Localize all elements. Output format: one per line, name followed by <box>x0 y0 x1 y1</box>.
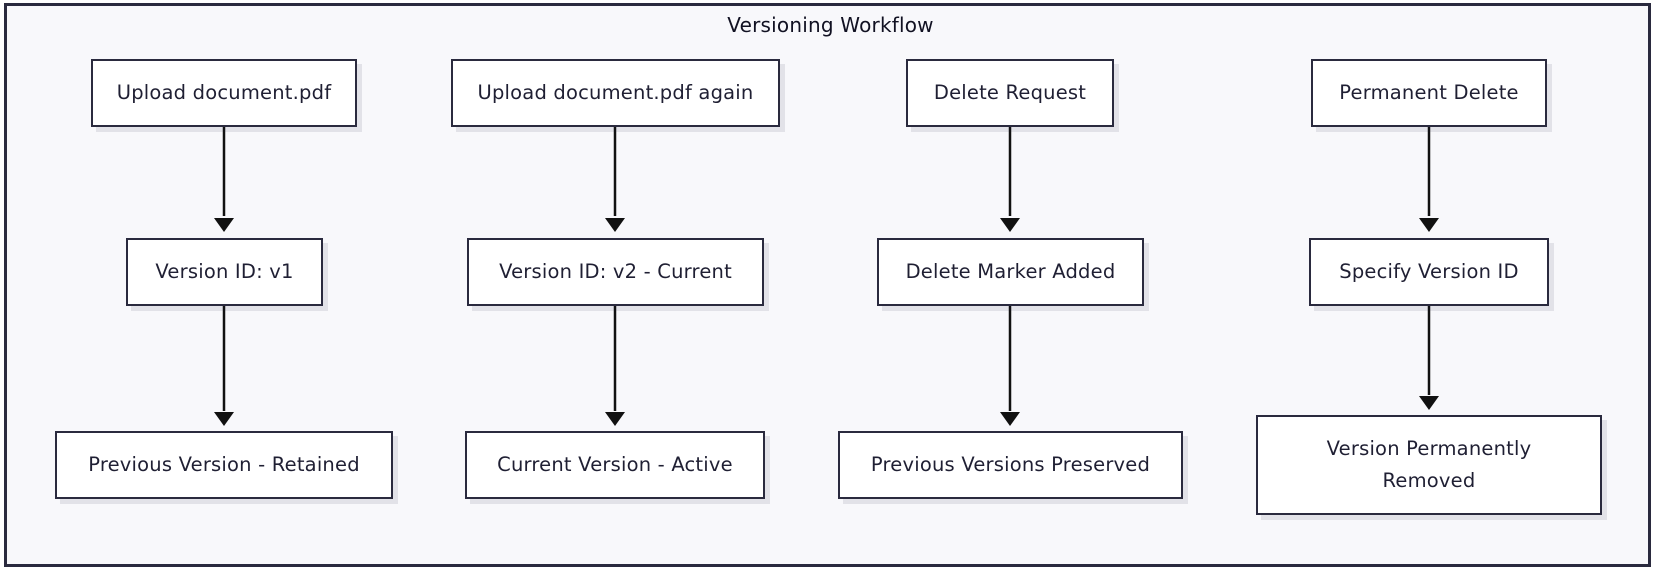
node-previous-version-retained-label: Previous Version - Retained <box>88 453 360 476</box>
node-delete-marker-added[interactable]: Delete Marker Added <box>877 238 1144 306</box>
node-version-v1[interactable]: Version ID: v1 <box>126 238 323 306</box>
node-current-version-active-label: Current Version - Active <box>497 453 733 476</box>
node-upload-document-again-label: Upload document.pdf again <box>477 81 754 104</box>
node-upload-document-again[interactable]: Upload document.pdf again <box>451 59 780 127</box>
node-delete-marker-added-label: Delete Marker Added <box>905 260 1116 283</box>
node-version-v1-label: Version ID: v1 <box>155 260 294 283</box>
node-version-permanently-removed[interactable]: Version Permanently Removed <box>1256 415 1602 515</box>
node-permanent-delete-label: Permanent Delete <box>1339 81 1519 104</box>
node-delete-request-label: Delete Request <box>933 81 1087 104</box>
node-specify-version-id-label: Specify Version ID <box>1339 260 1519 283</box>
node-version-permanently-removed-line2: Removed <box>1382 469 1476 492</box>
edge-version-v2-to-current-active <box>605 306 625 426</box>
edge-specify-version-to-permanently-removed <box>1419 306 1439 410</box>
edge-delete-request-to-delete-marker <box>1000 127 1020 232</box>
node-specify-version-id[interactable]: Specify Version ID <box>1309 238 1549 306</box>
node-upload-document[interactable]: Upload document.pdf <box>91 59 357 127</box>
node-previous-versions-preserved-label: Previous Versions Preserved <box>870 453 1151 476</box>
node-previous-versions-preserved[interactable]: Previous Versions Preserved <box>838 431 1183 499</box>
edge-permanent-delete-to-specify-version <box>1419 127 1439 232</box>
node-current-version-active[interactable]: Current Version - Active <box>465 431 765 499</box>
node-version-v2-current[interactable]: Version ID: v2 - Current <box>467 238 764 306</box>
diagram-title: Versioning Workflow <box>727 13 934 37</box>
node-upload-document-label: Upload document.pdf <box>116 81 332 104</box>
edge-delete-marker-to-previous-preserved <box>1000 306 1020 426</box>
edge-version-v1-to-previous-retained <box>214 306 234 426</box>
edge-upload-doc-to-version-v1 <box>214 127 234 232</box>
node-permanent-delete[interactable]: Permanent Delete <box>1311 59 1547 127</box>
edge-upload-again-to-version-v2 <box>605 127 625 232</box>
node-previous-version-retained[interactable]: Previous Version - Retained <box>55 431 393 499</box>
node-delete-request[interactable]: Delete Request <box>906 59 1114 127</box>
node-version-permanently-removed-line1: Version Permanently <box>1326 437 1532 460</box>
node-version-v2-current-label: Version ID: v2 - Current <box>499 260 732 283</box>
